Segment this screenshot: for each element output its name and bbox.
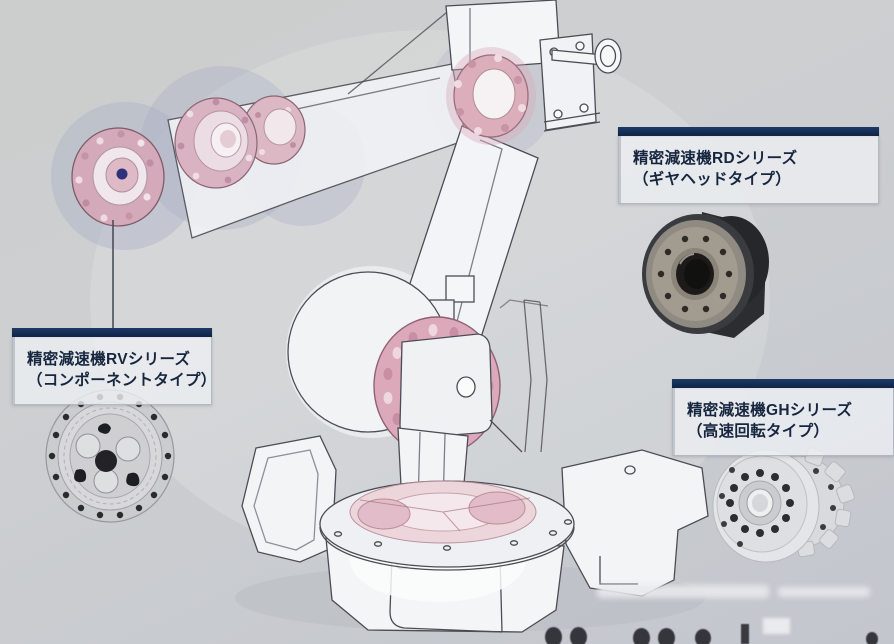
cutoff-watermark-mark	[763, 618, 790, 634]
rd-reducer-gearhead-photo	[642, 212, 769, 338]
callout-rv-accent-bar	[12, 328, 212, 337]
exploded-gear-disc-left	[71, 127, 165, 227]
callout-rd-series: 精密減速機RDシリーズ （ギヤヘッドタイプ）	[618, 127, 879, 204]
elbow-joint-gear-highlight	[287, 271, 523, 456]
robot-wrist-assembly	[445, 0, 622, 132]
callout-rd-title: 精密減速機RDシリーズ	[633, 150, 798, 167]
robot-base	[241, 435, 709, 633]
disc-center-dot	[116, 168, 128, 180]
cutoff-watermark-mark	[658, 628, 675, 644]
robot-forearm-beam	[167, 7, 467, 239]
callout-gh-series: 精密減速機GHシリーズ （高速回転タイプ）	[672, 379, 894, 456]
faint-watermark-text	[597, 585, 769, 598]
cutoff-watermark-mark	[570, 627, 587, 644]
elbow-bracket	[399, 333, 493, 439]
callout-rv-series: 精密減速機RVシリーズ （コンポーネントタイプ）	[12, 328, 217, 405]
base-turntable-gear-highlight	[349, 480, 537, 544]
cutoff-watermark-mark	[695, 629, 711, 644]
callout-gh-accent-bar	[672, 379, 894, 388]
cutoff-watermark-mark	[866, 632, 878, 644]
wrist-joint-gear-highlight	[446, 47, 536, 145]
cutoff-watermark-mark	[633, 628, 650, 644]
rv-reducer-component-photo	[45, 389, 175, 523]
cutoff-watermark-mark	[545, 627, 562, 644]
callout-gh-subtitle: （高速回転タイプ）	[687, 423, 830, 440]
robot-elbow-details	[429, 275, 549, 453]
ground-shadow	[235, 564, 705, 632]
robot-upper-arm	[389, 125, 539, 373]
callout-rd-subtitle: （ギヤヘッドタイプ）	[633, 171, 792, 188]
faint-watermark-text-2	[778, 587, 870, 597]
base-turntable	[319, 480, 575, 568]
gh-reducer-highspeed-photo	[712, 447, 855, 563]
exploded-gear-disc-middle	[174, 97, 258, 189]
cutoff-watermark-mark	[741, 624, 749, 644]
robot-lower-column	[397, 427, 469, 509]
callout-gh-title: 精密減速機GHシリーズ	[687, 402, 853, 419]
background-highlight	[90, 30, 770, 570]
exploded-gear-disc-right	[242, 95, 306, 165]
callout-rd-accent-bar	[618, 127, 879, 136]
callout-rv-subtitle: （コンポーネントタイプ）	[27, 372, 217, 389]
callout-rv-title: 精密減速機RVシリーズ	[27, 351, 191, 368]
